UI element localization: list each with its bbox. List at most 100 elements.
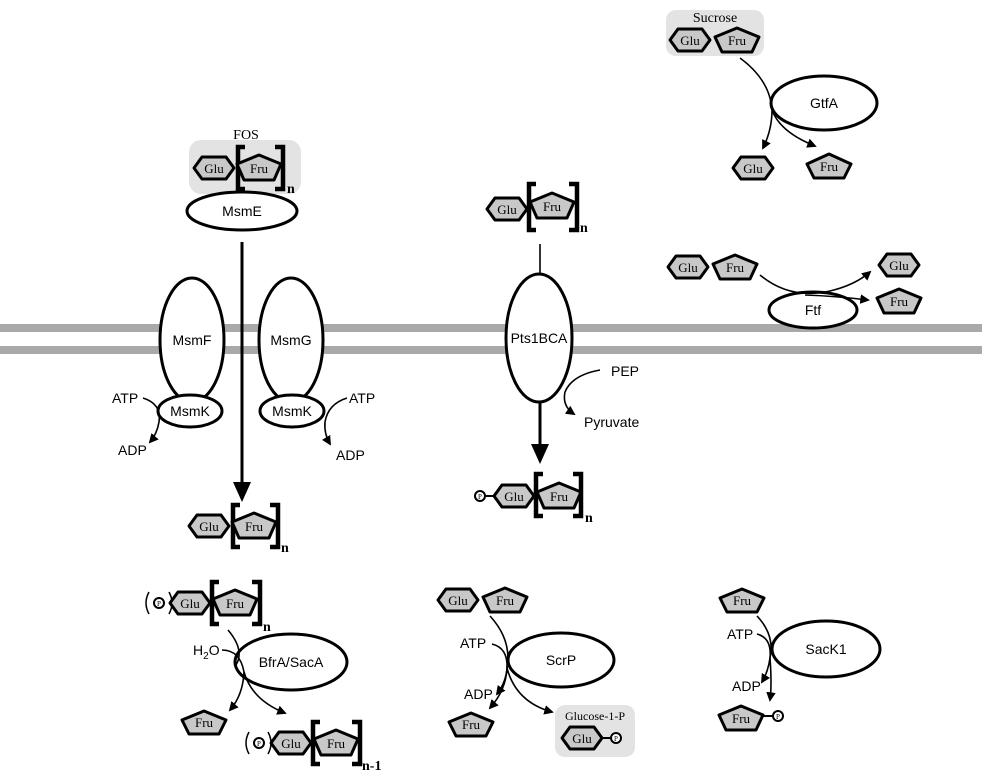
- msme-label: MsmE: [222, 203, 262, 219]
- pts-product-right-bracket: [573, 471, 584, 519]
- sack1-reaction: Fru ATP ADP SacK1 Fru P: [717, 587, 882, 732]
- fructose-product-icon: [805, 152, 853, 180]
- sack1-enzyme: [770, 619, 882, 679]
- water-label: H2O: [193, 642, 220, 662]
- ftf-enzyme: [767, 290, 859, 330]
- pts-product-left-bracket: [533, 471, 543, 519]
- bfra-substrate-fructose-icon: [211, 588, 259, 617]
- glucose1p-glucose-label: Glu: [572, 731, 592, 746]
- scrp-label: ScrP: [546, 652, 576, 668]
- glucose-icon: [668, 27, 712, 53]
- adp-right-label: ADP: [336, 447, 365, 463]
- msm-transport-arrowhead: [233, 482, 251, 502]
- bfra-product-fructose2-label: Fru: [327, 736, 346, 751]
- ftf-glucose-icon: [666, 254, 710, 280]
- scrp-fructose-label: Fru: [496, 593, 515, 608]
- sack1-adp-arrow: [761, 657, 771, 684]
- atp-right-label: ATP: [349, 390, 375, 406]
- fos-glucose-label: Glu: [204, 161, 224, 176]
- bfra-saca-enzyme: [233, 632, 349, 692]
- ftf-product-glucose-icon: [877, 252, 921, 278]
- bfra-phosphate-label: P: [157, 600, 161, 608]
- scrp-substrate-line: [489, 615, 509, 669]
- fos-internal-glucose-label: Glu: [199, 519, 219, 534]
- ftf-product-glucose-label: Glu: [889, 258, 909, 273]
- membrane-inner-leaflet: [0, 346, 982, 354]
- pts-product-fructose-icon: [535, 481, 583, 510]
- sucrose-gtfa-reaction: Sucrose Glu Fru GtfA Glu Fru: [666, 10, 879, 181]
- bfra-product-phosphate-icon: [253, 737, 265, 749]
- bfra-saca-reaction: P Glu Fru n H2O BfrA/SacA Fru P Glu Fru …: [145, 579, 381, 774]
- sucrose-to-fructose-arrow: [771, 109, 817, 148]
- ftf-fructose-icon: [711, 253, 759, 281]
- pts-product-glucose-label: Glu: [504, 489, 524, 504]
- sack1-phosphate-label: P: [776, 713, 780, 721]
- sack1-product-fructose-label: Fru: [732, 711, 751, 726]
- pts1bca-protein: [504, 272, 574, 404]
- bfra-product-left-bracket: [310, 719, 320, 767]
- sack1-atp-line: [756, 633, 772, 659]
- pts-product-fructose-label: Fru: [550, 489, 569, 504]
- scrp-product-fructose-icon: [447, 711, 495, 738]
- pts-fructose-icon: [528, 191, 576, 220]
- fos-n-label: n: [287, 182, 295, 197]
- msmf-label: MsmF: [173, 332, 212, 348]
- scrp-glucose-icon: [436, 587, 480, 613]
- membrane-outer-leaflet: [0, 324, 982, 332]
- pts1bca-label: Pts1BCA: [511, 330, 568, 346]
- fos-fructose-label: Fru: [250, 161, 269, 176]
- fos-internal-fructose-icon: [230, 511, 278, 540]
- scrp-atp-label: ATP: [460, 635, 486, 651]
- ftf-to-glucose-arrow: [759, 270, 872, 295]
- fructose-label: Fru: [728, 33, 747, 48]
- bfra-substrate-n-label: n: [263, 620, 271, 635]
- pts-right-bracket: [569, 181, 580, 233]
- atp-adp-right-arrow: [321, 397, 348, 446]
- atp-left-label: ATP: [112, 390, 138, 406]
- glucose1p-label: Glucose-1-P: [565, 709, 625, 723]
- fos-internal-glucose-icon: [187, 513, 231, 539]
- scrp-glucose-label: Glu: [448, 593, 468, 608]
- pts-product-n-label: n: [585, 511, 593, 526]
- msm-transporter: FOS Glu Fru n MsmE MsmF MsmG MsmK MsmK A…: [112, 128, 375, 556]
- sucrose-to-glucose-arrow: [739, 57, 773, 150]
- adp-left-label: ADP: [118, 442, 147, 458]
- bfra-product-glucose-label: Glu: [281, 736, 301, 751]
- fos-internal-fructose-label: Fru: [245, 519, 264, 534]
- bfra-product-fructose2-icon: [312, 728, 360, 757]
- pts-phosphate-label: P: [478, 493, 482, 501]
- bfra-substrate-fructose-label: Fru: [226, 596, 245, 611]
- bfra-substrate-line: [227, 629, 240, 666]
- bfra-saca-label: BfrA/SacA: [259, 654, 324, 670]
- msme-protein: [185, 190, 299, 232]
- bfra-product-right-bracket: [352, 719, 363, 767]
- fructose-product-label: Fru: [820, 159, 839, 174]
- fos-label: FOS: [233, 128, 259, 143]
- fos-glucose-icon: [192, 155, 236, 181]
- pyruvate-label: Pyruvate: [584, 414, 639, 430]
- bfra-to-fos-arrow: [243, 671, 287, 715]
- bfra-optional-paren-open: [145, 591, 150, 615]
- glucose-product-label: Glu: [743, 161, 763, 176]
- scrp-adp-label: ADP: [464, 686, 493, 702]
- ftf-product-fructose-icon: [875, 287, 923, 315]
- bfra-product-n-label: n-1: [362, 759, 381, 774]
- scrp-product-fructose-label: Fru: [462, 717, 481, 732]
- msmk-left-label: MsmK: [170, 403, 210, 419]
- pep-pyruvate-arrow: [563, 369, 601, 416]
- sack1-label: SacK1: [805, 641, 846, 657]
- glucose-product-icon: [731, 155, 775, 181]
- pts-transport-arrowhead: [531, 444, 549, 464]
- ftf-glucose-label: Glu: [678, 260, 698, 275]
- sack1-adp-label: ADP: [732, 678, 761, 694]
- bfra-product-phosphate-label: P: [257, 740, 261, 748]
- fos-internal-right-bracket: [270, 502, 281, 550]
- bfra-product-fructose-icon: [180, 709, 228, 736]
- glucose1p-phosphate-label: P: [614, 735, 618, 743]
- pts-left-bracket: [526, 181, 536, 233]
- pts-n-label: n: [580, 221, 588, 236]
- ftf-fructose-label: Fru: [726, 260, 745, 275]
- bfra-product-fructose-label: Fru: [195, 715, 214, 730]
- sack1-fructose-icon: [718, 587, 766, 614]
